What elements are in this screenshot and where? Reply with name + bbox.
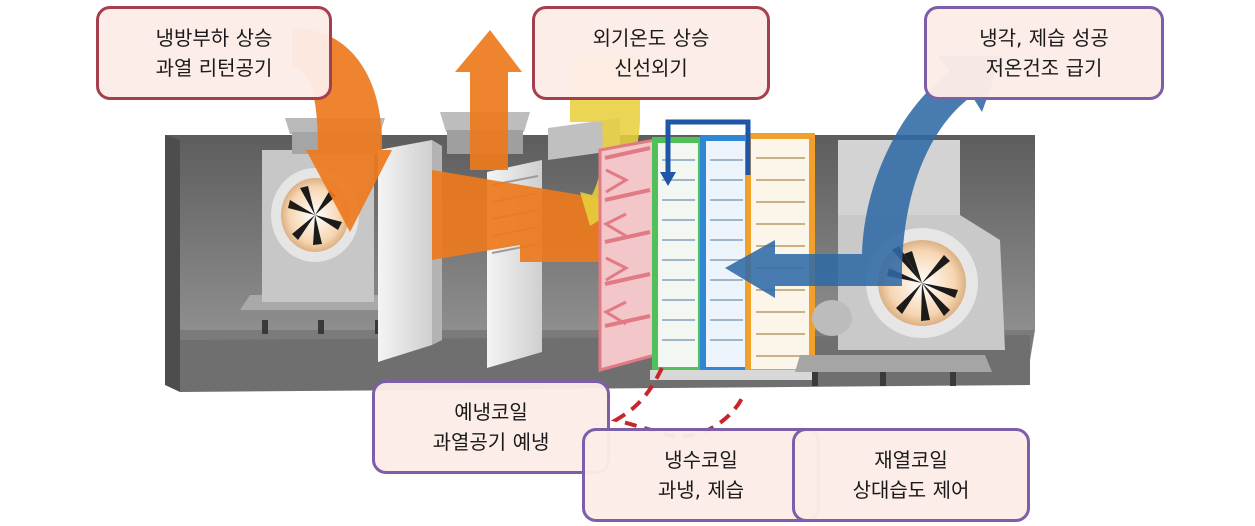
exhaust-up-arrow (455, 30, 522, 170)
callout-cooling-coil-line2: 과냉, 제습 (657, 478, 745, 502)
callout-outdoor-air: 외기온도 상승 신선외기 (532, 6, 770, 100)
supply-air-arrow (725, 56, 1002, 298)
precooling-coil-graphic (598, 138, 657, 372)
callout-reheat-coil-line2: 상대습도 제어 (852, 478, 970, 502)
cooling-coil-graphic (652, 135, 752, 373)
callout-cooling-coil: 냉수코일 과냉, 제습 (582, 428, 820, 522)
return-fan-base-front (240, 310, 410, 320)
callout-precooling-coil-line2: 과열공기 예냉 (432, 430, 550, 454)
left-end-wall (165, 135, 180, 392)
supply-fan-blades (887, 246, 958, 321)
chilled-water-arrowhead (660, 172, 676, 186)
callout-return-air-line1: 냉방부하 상승 (155, 26, 273, 50)
callout-cooling-coil-line1: 냉수코일 (664, 448, 738, 472)
return-air-arrows (292, 28, 610, 262)
callout-precooling-coil-line1: 예냉코일 (454, 400, 528, 424)
callout-outdoor-air-line2: 신선외기 (614, 56, 688, 80)
supply-fan-motor (812, 300, 852, 336)
callout-supply-air-line2: 저온건조 급기 (985, 56, 1103, 80)
mixed-air-flow (432, 170, 610, 262)
coil-drain-pan (650, 370, 818, 380)
callout-precooling-coil: 예냉코일 과열공기 예냉 (372, 380, 610, 474)
callout-outdoor-air-line1: 외기온도 상승 (592, 26, 710, 50)
callout-supply-air: 냉각, 제습 성공 저온건조 급기 (924, 6, 1164, 100)
damper-wall-left (378, 140, 432, 362)
chilled-water-header (665, 119, 751, 175)
supply-fan-base (795, 355, 992, 372)
callout-reheat-coil-line1: 재열코일 (874, 448, 948, 472)
callout-supply-air-line1: 냉각, 제습 성공 (979, 26, 1109, 50)
supply-fan-legs (812, 372, 956, 386)
coil-bank (598, 119, 818, 380)
return-fan-blades (288, 186, 342, 245)
callout-return-air: 냉방부하 상승 과열 리턴공기 (96, 6, 332, 100)
callout-return-air-line2: 과열 리턴공기 (155, 56, 273, 80)
callout-reheat-coil: 재열코일 상대습도 제어 (792, 428, 1030, 522)
